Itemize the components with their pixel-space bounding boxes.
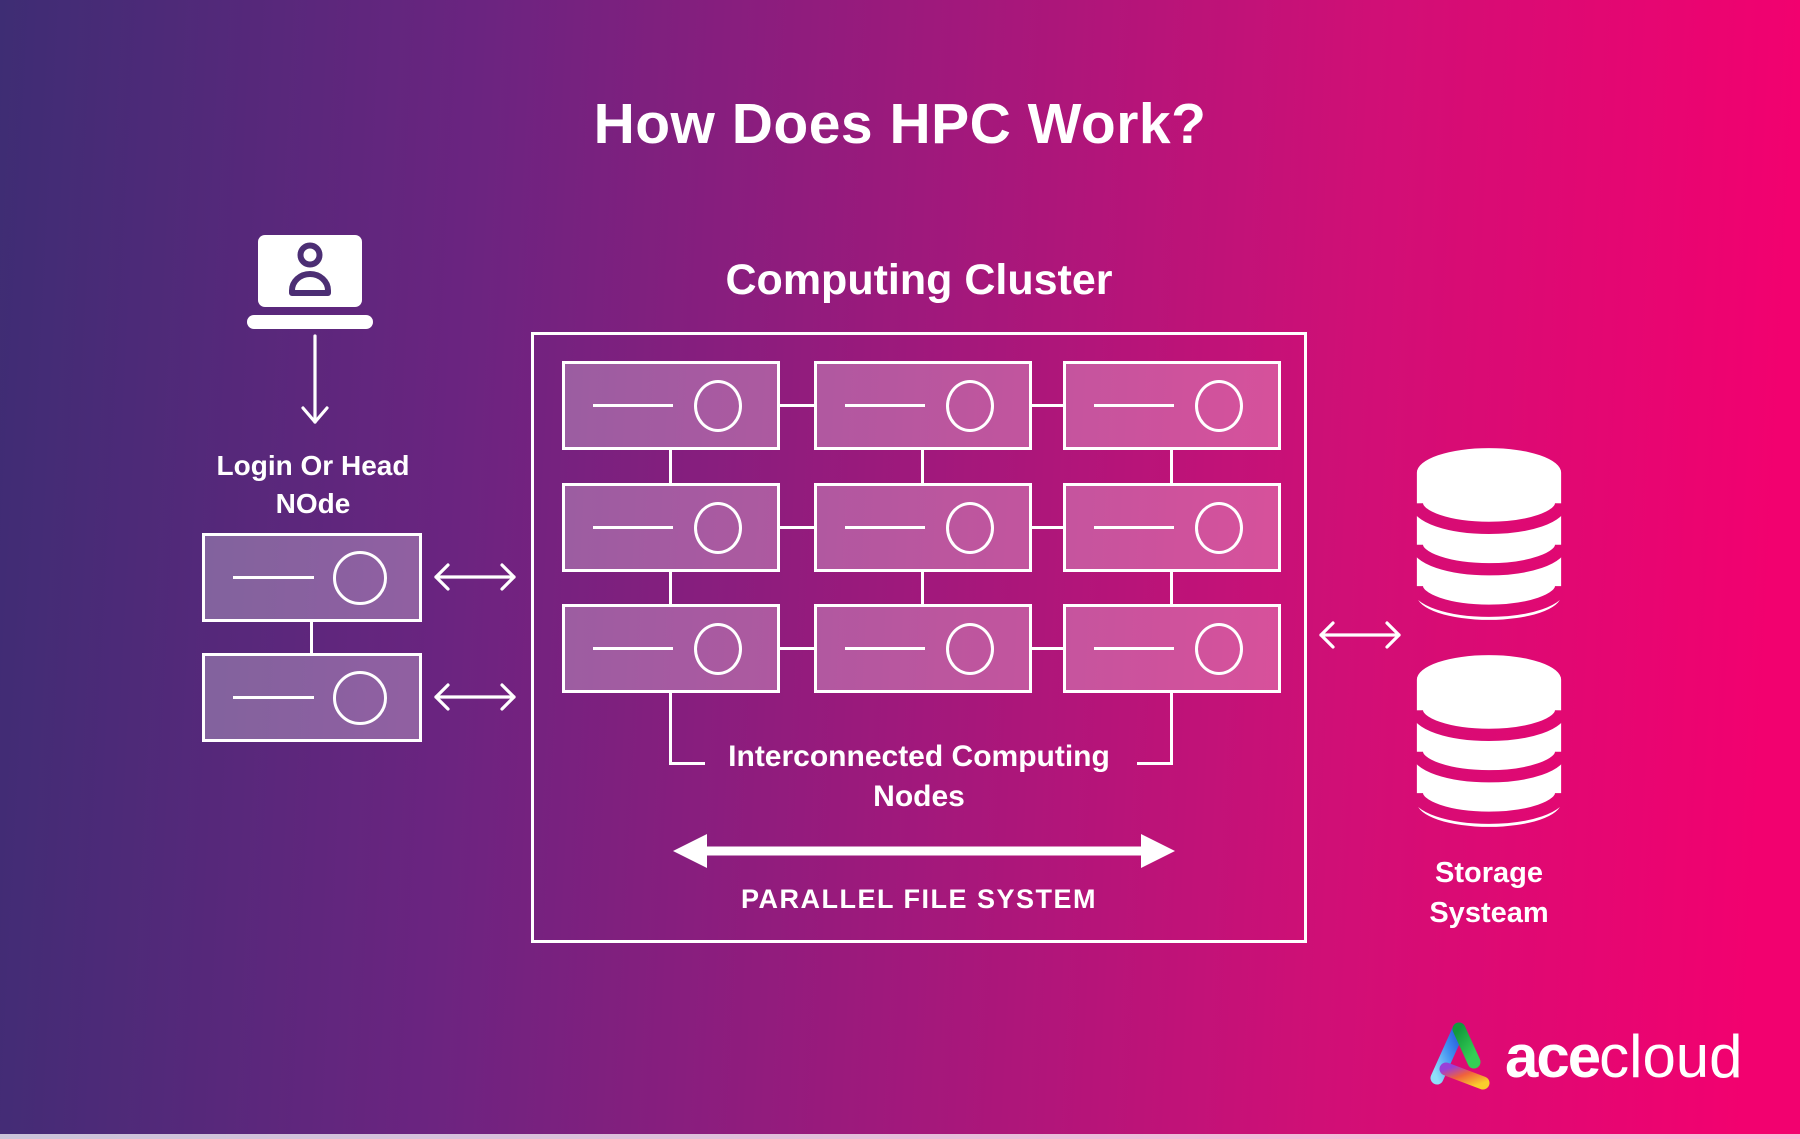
- compute-node-box: [1063, 483, 1281, 572]
- compute-node-box: [1063, 604, 1281, 693]
- connector: [669, 572, 672, 604]
- compute-node-box: [562, 604, 780, 693]
- connector: [921, 572, 924, 604]
- connector: [1170, 450, 1173, 483]
- laptop-user-icon: [247, 235, 373, 329]
- head-node-box: [202, 653, 422, 742]
- compute-node-box: [814, 604, 1032, 693]
- connector: [1032, 526, 1063, 529]
- login-node-label: Login Or Head NOde: [158, 447, 468, 523]
- storage-system-label-line1: Storage: [1435, 857, 1543, 889]
- parallel-file-system-label: PARALLEL FILE SYSTEM: [740, 884, 1098, 914]
- storage-system-label: Storage Systeam: [1389, 853, 1589, 933]
- interconnected-nodes-label-line1: Interconnected Computing: [728, 740, 1110, 773]
- parallel-file-system-arrow-icon: [673, 834, 1175, 868]
- connector: [1032, 647, 1063, 650]
- connector: [669, 762, 705, 765]
- down-arrow-icon: [301, 334, 329, 424]
- cluster-title: Computing Cluster: [725, 256, 1113, 304]
- head-node-box: [202, 533, 422, 622]
- connector: [780, 404, 814, 407]
- compute-node-box: [814, 361, 1032, 450]
- compute-node-box: [562, 361, 780, 450]
- bottom-strip: [0, 1134, 1800, 1139]
- page-title: How Does HPC Work?: [593, 92, 1207, 156]
- login-node-label-line1: Login Or Head: [216, 450, 410, 481]
- connector: [780, 647, 814, 650]
- connector: [669, 450, 672, 483]
- connector: [1137, 762, 1173, 765]
- connector: [1170, 693, 1173, 765]
- connector: [1032, 404, 1063, 407]
- interconnected-nodes-label: Interconnected Computing Nodes: [534, 737, 1304, 817]
- left-right-arrow-icon: [1319, 621, 1401, 649]
- connector: [1170, 572, 1173, 604]
- interconnected-nodes-label-line2: Nodes: [873, 780, 965, 813]
- compute-node-box: [1063, 361, 1281, 450]
- login-node-label-line2: NOde: [275, 488, 351, 519]
- storage-system-label-line2: Systeam: [1429, 897, 1549, 929]
- compute-node-box: [562, 483, 780, 572]
- logo-text-light: cloud: [1599, 1023, 1743, 1090]
- left-right-arrow-icon: [434, 563, 516, 591]
- connector: [921, 450, 924, 483]
- database-icon: [1412, 652, 1566, 830]
- compute-node-box: [814, 483, 1032, 572]
- acecloud-logo-mark: [1430, 1022, 1490, 1090]
- left-right-arrow-icon: [434, 683, 516, 711]
- connector: [310, 620, 313, 655]
- computing-cluster-panel: Interconnected Computing Nodes PARALLEL …: [531, 332, 1307, 943]
- logo-text-bold: ace: [1505, 1023, 1601, 1090]
- connector: [669, 693, 672, 765]
- database-icon: [1412, 445, 1566, 623]
- connector: [780, 526, 814, 529]
